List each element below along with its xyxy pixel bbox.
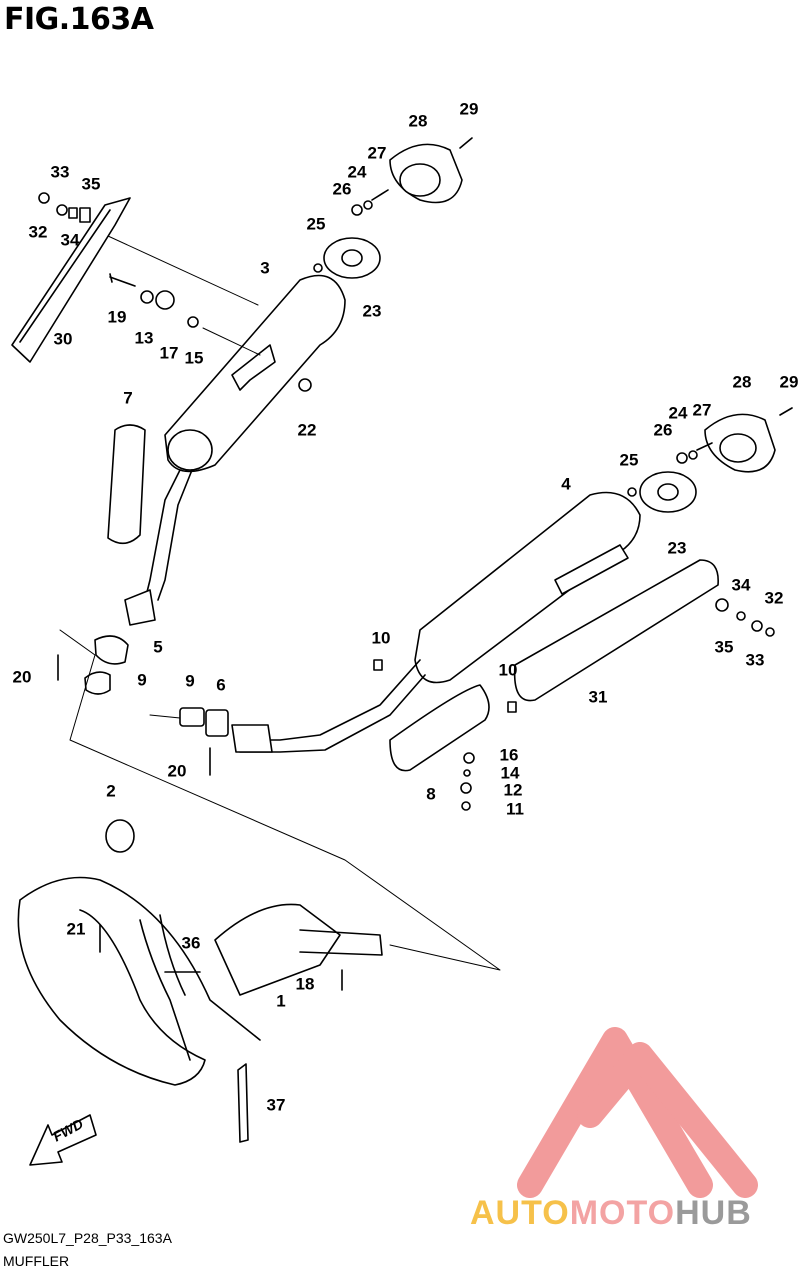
small-fasteners [38, 137, 793, 991]
callout-10: 10 [371, 628, 391, 648]
callout-29: 29 [459, 99, 479, 119]
callout-30: 30 [53, 329, 73, 349]
callout-9b: 9 [185, 671, 195, 691]
callout-5: 5 [153, 637, 163, 657]
callout-22: 22 [297, 420, 317, 440]
callout-19: 19 [107, 307, 127, 327]
callout-28b: 28 [732, 372, 752, 392]
callout-37: 37 [266, 1095, 286, 1115]
part-8-cover [389, 684, 490, 772]
callout-34b: 34 [731, 575, 751, 595]
callout-33: 33 [50, 162, 70, 182]
part-9-clamp-lower [179, 707, 205, 727]
callout-35b: 35 [714, 637, 734, 657]
callout-1: 1 [276, 991, 286, 1011]
part-5-clamp [94, 635, 129, 665]
callout-24: 24 [347, 162, 367, 182]
callout-25: 25 [306, 214, 326, 234]
callout-34: 34 [60, 230, 80, 250]
part-31-heat-guard [513, 559, 719, 702]
callout-6: 6 [216, 675, 226, 695]
callout-3: 3 [260, 258, 270, 278]
callout-9: 9 [137, 670, 147, 690]
watermark-auto: AUTO [470, 1194, 570, 1232]
callout-26: 26 [332, 179, 352, 199]
callout-33b: 33 [745, 650, 765, 670]
callout-36: 36 [181, 933, 201, 953]
watermark-moto: MOTO [569, 1194, 676, 1232]
callout-32: 32 [28, 222, 48, 242]
callout-13: 13 [134, 328, 154, 348]
watermark-logo [517, 1027, 758, 1198]
callout-29b: 29 [779, 372, 799, 392]
callout-31: 31 [588, 687, 608, 707]
callout-26b: 26 [653, 420, 673, 440]
callout-11: 11 [506, 799, 524, 819]
callout-21: 21 [66, 919, 86, 939]
figure-name: MUFFLER [3, 1253, 70, 1269]
figure-title: FIG.163A [4, 2, 154, 37]
callout-15: 15 [184, 348, 204, 368]
part-4-muffler [414, 491, 641, 684]
callout-20: 20 [12, 667, 32, 687]
callout-23b: 23 [667, 538, 687, 558]
callout-35: 35 [81, 174, 101, 194]
part-9-clamp [84, 671, 111, 695]
callout-32b: 32 [764, 588, 784, 608]
callout-18: 18 [295, 974, 315, 994]
callout-16: 16 [499, 745, 519, 765]
callout-25b: 25 [619, 450, 639, 470]
part-7-cover [107, 424, 146, 545]
part-2-gasket [105, 819, 135, 853]
part-6-clamp [205, 709, 229, 737]
watermark-text: AUTOMOTOHUB [470, 1194, 752, 1233]
callout-23: 23 [362, 301, 382, 321]
callout-2: 2 [106, 781, 116, 801]
callout-8: 8 [426, 784, 436, 804]
callout-27b: 27 [692, 400, 712, 420]
callout-28: 28 [408, 111, 428, 131]
part-1-exhaust-pipe [17, 876, 261, 1086]
callout-20b: 20 [167, 761, 187, 781]
part-37-cable-tie [237, 1063, 249, 1143]
callout-24b: 24 [668, 403, 688, 423]
callout-4: 4 [561, 474, 571, 494]
callout-27: 27 [367, 143, 387, 163]
callout-12: 12 [503, 780, 523, 800]
callout-7: 7 [123, 388, 133, 408]
callout-17: 17 [159, 343, 179, 363]
callout-14: 14 [500, 763, 520, 783]
part-30-heat-guard [11, 197, 131, 363]
watermark-hub: HUB [675, 1194, 752, 1232]
fwd-arrow [29, 1114, 97, 1166]
figure-code: GW250L7_P28_P33_163A [3, 1230, 172, 1246]
callout-10b: 10 [498, 660, 518, 680]
